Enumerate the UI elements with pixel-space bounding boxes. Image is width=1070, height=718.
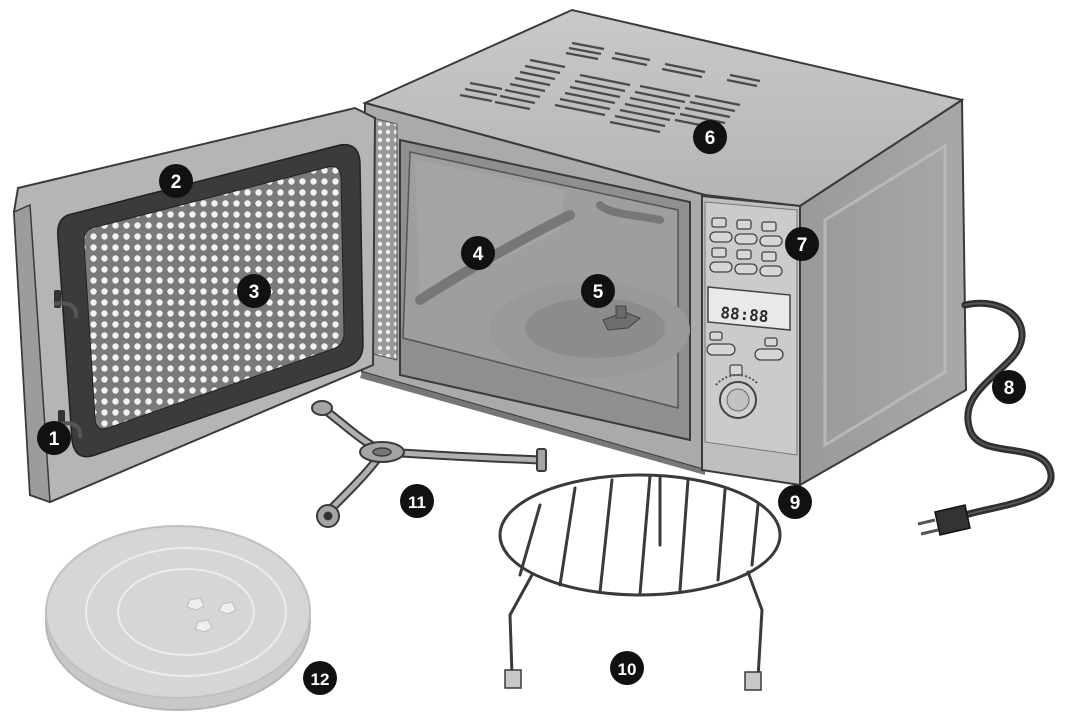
control-panel: 88:88 (701, 194, 801, 487)
callout-1: 1 (37, 421, 71, 455)
svg-text:3: 3 (249, 282, 260, 303)
callout-10: 10 (610, 651, 644, 685)
microwave-housing (360, 8, 968, 487)
display-readout: 88:88 (720, 303, 770, 326)
grill-rack (498, 473, 782, 691)
svg-text:4: 4 (473, 244, 484, 265)
svg-text:2: 2 (171, 172, 182, 193)
top-vents (459, 41, 761, 134)
callout-11: 11 (400, 484, 434, 518)
callout-2: 2 (159, 164, 193, 198)
rotary-dial[interactable] (715, 364, 759, 419)
turntable-shaft (602, 305, 641, 331)
svg-text:8: 8 (1004, 378, 1015, 399)
svg-text:12: 12 (311, 670, 330, 689)
svg-text:11: 11 (408, 493, 426, 512)
callout-5: 5 (581, 274, 615, 308)
lcd-display: 88:88 (707, 286, 791, 331)
svg-text:1: 1 (49, 429, 60, 450)
door (12, 106, 377, 504)
callout-12: 12 (303, 661, 337, 695)
svg-text:9: 9 (790, 493, 801, 514)
roller-ring (311, 400, 547, 528)
callout-6: 6 (693, 120, 727, 154)
plug (917, 504, 971, 536)
program-buttons[interactable] (709, 217, 783, 277)
svg-text:10: 10 (618, 660, 637, 679)
callout-9: 9 (778, 485, 812, 519)
power-cord (917, 299, 1055, 536)
start-stop-buttons[interactable] (706, 331, 784, 361)
svg-text:7: 7 (797, 235, 808, 256)
svg-text:6: 6 (705, 128, 716, 149)
glass-turntable (45, 525, 311, 711)
svg-text:5: 5 (593, 282, 604, 303)
callout-7: 7 (785, 227, 819, 261)
callout-3: 3 (237, 274, 271, 308)
callout-8: 8 (992, 370, 1026, 404)
door-window (83, 166, 345, 430)
callout-4: 4 (461, 236, 495, 270)
